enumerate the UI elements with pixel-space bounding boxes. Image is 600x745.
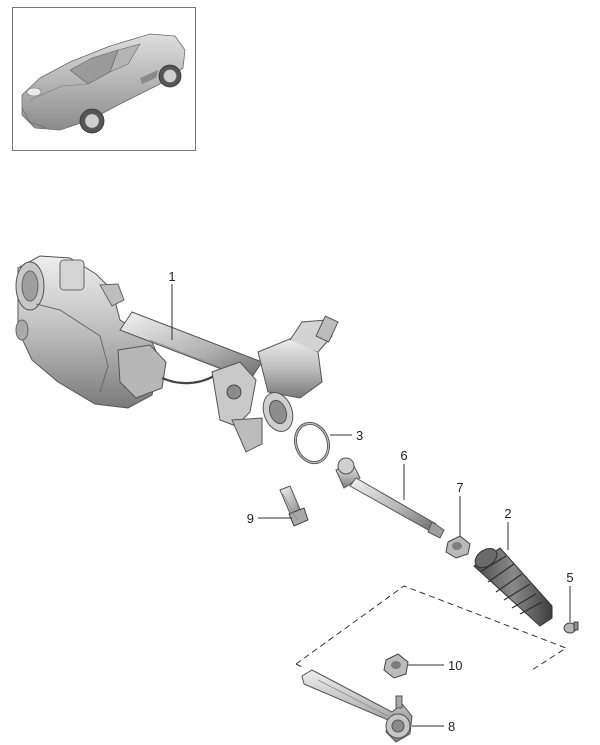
- callout-5: 5: [566, 570, 573, 585]
- callout-8: 8: [448, 719, 455, 734]
- tie-rod-end-nut: [383, 653, 409, 679]
- callout-1: 1: [168, 269, 175, 284]
- callout-6: 6: [400, 448, 407, 463]
- inner-tie-rod: [335, 457, 445, 539]
- mounting-bolt: [279, 485, 309, 527]
- callout-2: 2: [504, 506, 511, 521]
- callout-3: 3: [356, 428, 363, 443]
- callout-9: 9: [247, 511, 254, 526]
- lock-nut: [445, 535, 471, 559]
- steering-boot: [473, 547, 553, 627]
- callout-7: 7: [456, 480, 463, 495]
- boot-clamp: [563, 621, 579, 634]
- callout-10: 10: [448, 658, 462, 673]
- tie-rod-end: [301, 669, 413, 743]
- car-illustration: [21, 33, 186, 134]
- vehicle-thumbnail: [12, 7, 196, 151]
- callouts: 1 2 3 5 6 7 8 9 10: [168, 269, 573, 734]
- steering-gear-assembly: [15, 255, 339, 453]
- o-ring: [293, 421, 331, 465]
